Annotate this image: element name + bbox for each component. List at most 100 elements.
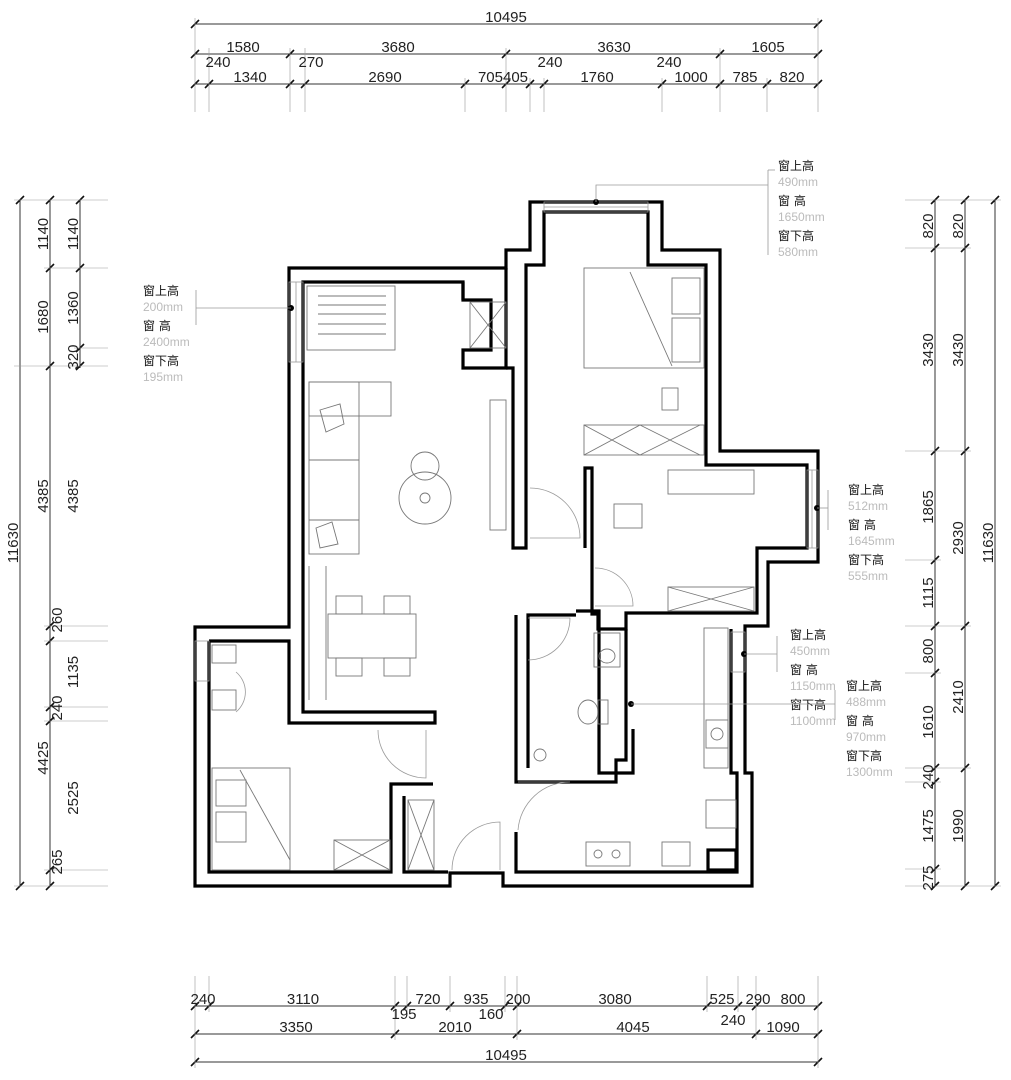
note-label: 窗上高 xyxy=(846,678,882,693)
walls xyxy=(193,200,820,888)
right-dim: 1865 xyxy=(920,490,937,523)
note-label: 窗下高 xyxy=(790,697,826,712)
doors xyxy=(377,487,634,871)
chair xyxy=(319,403,345,433)
right-total-dim: 11630 xyxy=(980,523,997,564)
bottom-dim: 1090 xyxy=(766,1019,799,1036)
sofa-chaise xyxy=(308,381,360,555)
desk xyxy=(613,503,643,529)
note-label: 窗上高 xyxy=(848,482,884,497)
right-dim: 800 xyxy=(920,638,937,663)
left-dim: 4425 xyxy=(35,741,52,774)
note-label: 窗 高 xyxy=(846,713,874,728)
note-value: 200mm xyxy=(143,300,183,314)
top-dim: 3630 xyxy=(597,39,630,56)
bottom-dim: 935 xyxy=(463,991,488,1008)
left-dimensions: 11630 1140 1680 4385 260 1135 240 4425 2… xyxy=(5,195,108,891)
right-dim: 240 xyxy=(920,764,937,789)
top-dim: 820 xyxy=(779,69,804,86)
right-dim: 820 xyxy=(920,213,937,238)
entry-door xyxy=(451,821,501,871)
wall-segment xyxy=(576,609,635,775)
wall-segment xyxy=(207,641,433,874)
bottom-dim: 290 xyxy=(745,991,770,1008)
counter xyxy=(703,627,729,769)
wardrobe xyxy=(583,424,705,456)
window-note-top: 窗上高 490mm 窗 高 1650mm 窗下高 580mm xyxy=(593,158,825,259)
cabinet xyxy=(661,841,691,867)
top-dim: 785 xyxy=(732,69,757,86)
left-dim: 240 xyxy=(49,695,66,720)
note-value: 1100mm xyxy=(790,714,836,728)
right-dim: 820 xyxy=(950,213,967,238)
top-dim: 1760 xyxy=(580,69,613,86)
bottom-dim: 3110 xyxy=(287,991,319,1008)
dining-table xyxy=(327,613,417,659)
note-value: 512mm xyxy=(848,499,888,513)
window-note-left: 窗上高 200mm 窗 高 2400mm 窗下高 195mm xyxy=(143,283,294,384)
window xyxy=(194,640,210,682)
top-dim: 1000 xyxy=(674,69,707,86)
note-label: 窗上高 xyxy=(778,158,814,173)
right-dim: 275 xyxy=(920,865,937,890)
top-dim: 1340 xyxy=(233,69,266,86)
bottom-dim: 160 xyxy=(478,1006,503,1023)
note-value: 490mm xyxy=(778,175,818,189)
bottom-dim: 2010 xyxy=(438,1019,471,1036)
outer-wall xyxy=(193,200,820,888)
bottom-dim: 200 xyxy=(505,991,530,1008)
note-value: 970mm xyxy=(846,730,886,744)
cabinet xyxy=(469,301,507,349)
chair xyxy=(315,521,339,549)
note-value: 1150mm xyxy=(790,679,836,693)
top-total-dim: 10495 xyxy=(485,9,527,26)
right-dim: 1990 xyxy=(950,809,967,842)
wall-segment xyxy=(461,268,508,370)
right-dim: 3430 xyxy=(920,333,937,366)
note-label: 窗下高 xyxy=(143,353,179,368)
top-dim: 705405 xyxy=(478,69,528,86)
desk xyxy=(211,644,237,664)
top-dim: 1605 xyxy=(751,39,784,56)
wardrobe xyxy=(333,839,391,871)
bottom-dim: 525 xyxy=(709,991,734,1008)
wall-segment xyxy=(526,613,576,768)
note-label: 窗上高 xyxy=(143,283,179,298)
bottom-dim: 4045 xyxy=(616,1019,649,1036)
bottom-dim: 720 xyxy=(415,991,440,1008)
door xyxy=(527,617,571,661)
sink xyxy=(705,799,737,829)
note-value: 555mm xyxy=(848,569,888,583)
toilet xyxy=(577,699,599,725)
left-dim: 4385 xyxy=(65,479,82,512)
wall-segment xyxy=(514,615,628,784)
window-note-kitchen: 窗上高 450mm 窗 高 1150mm 窗下高 1100mm xyxy=(741,627,836,728)
right-dim: 1610 xyxy=(920,705,937,738)
bottom-dim: 800 xyxy=(780,991,805,1008)
note-value: 580mm xyxy=(778,245,818,259)
shelf xyxy=(667,469,755,495)
right-dim: 3430 xyxy=(950,333,967,366)
note-value: 2400mm xyxy=(143,335,190,349)
bottom-dim: 195 xyxy=(391,1006,416,1023)
left-dim: 1680 xyxy=(35,300,52,333)
tv-cabinet xyxy=(489,399,507,531)
bottom-dim: 240 xyxy=(720,1012,745,1029)
left-dim: 265 xyxy=(49,849,66,874)
wall-segment xyxy=(402,796,448,874)
door xyxy=(529,487,581,539)
note-label: 窗上高 xyxy=(790,627,826,642)
note-label: 窗 高 xyxy=(790,662,818,677)
shoe-cabinet xyxy=(407,799,435,871)
note-value: 450mm xyxy=(790,644,830,658)
bottom-dim: 3080 xyxy=(598,991,631,1008)
left-dim: 260 xyxy=(49,607,66,632)
window-note-right: 窗上高 512mm 窗 高 1645mm 窗下高 555mm xyxy=(814,482,895,583)
right-dim: 2930 xyxy=(950,521,967,554)
note-value: 488mm xyxy=(846,695,886,709)
top-dim: 3680 xyxy=(381,39,414,56)
left-dim: 4385 xyxy=(35,479,52,512)
door xyxy=(594,567,634,607)
bottom-dim: 3350 xyxy=(279,1019,312,1036)
